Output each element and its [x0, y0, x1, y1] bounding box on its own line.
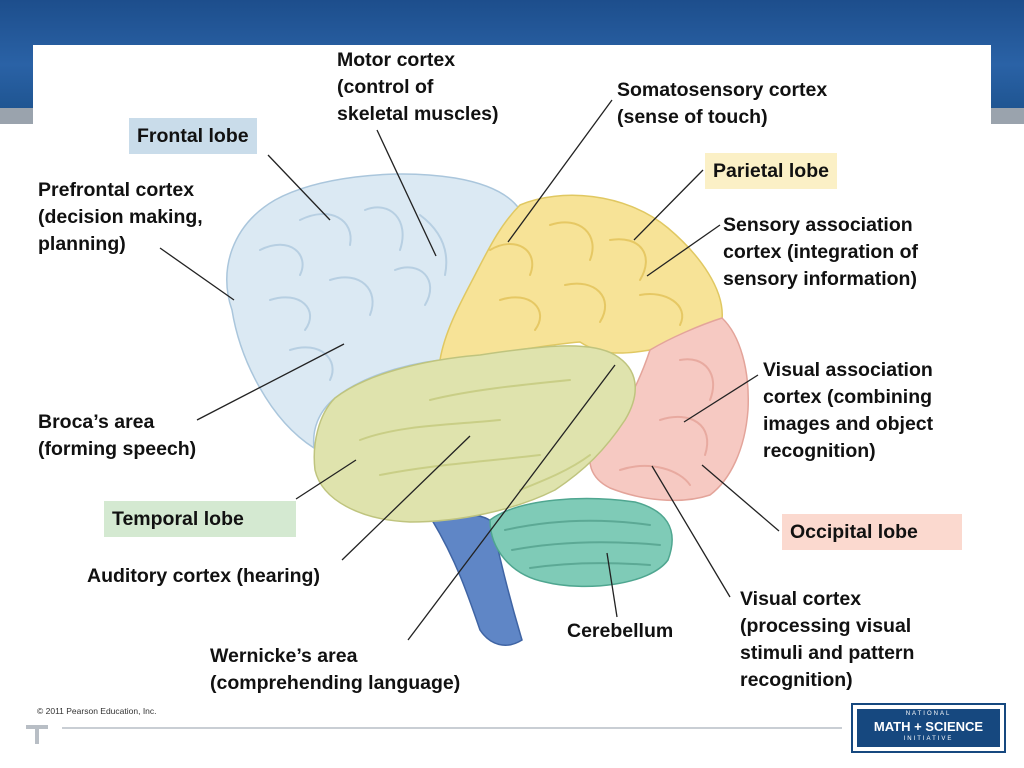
temporal-lobe-label: Temporal lobe — [104, 501, 296, 537]
somatosensory-cortex-label: Somatosensory cortex(sense of touch) — [617, 79, 828, 128]
brocas-area-label: Broca’s area(forming speech) — [38, 411, 197, 460]
parietal-lobe-region — [439, 194, 723, 361]
parietal-lobe-label: Parietal lobe — [705, 153, 837, 189]
nms-logo: NATIONAL MATH + SCIENCE INITIATIVE — [851, 703, 1006, 753]
prefrontal-cortex-label: Prefrontal cortex(decision making,planni… — [38, 179, 203, 255]
leader-lines — [159, 99, 780, 641]
occipital-lobe-label: Occipital lobe — [782, 514, 962, 550]
auditory-cortex-label: Auditory cortex (hearing) — [87, 565, 320, 587]
cerebellum-label: Cerebellum — [567, 620, 674, 642]
footer-rule — [62, 727, 842, 729]
frontal-lobe-label: Frontal lobe — [129, 118, 257, 154]
wernickes-area-label: Wernicke’s area(comprehending language) — [210, 645, 461, 694]
plus-icon — [26, 725, 48, 744]
temporal-lobe-region — [313, 345, 636, 523]
brainstem-region — [430, 513, 523, 646]
copyright-text: © 2011 Pearson Education, Inc. — [37, 706, 157, 716]
